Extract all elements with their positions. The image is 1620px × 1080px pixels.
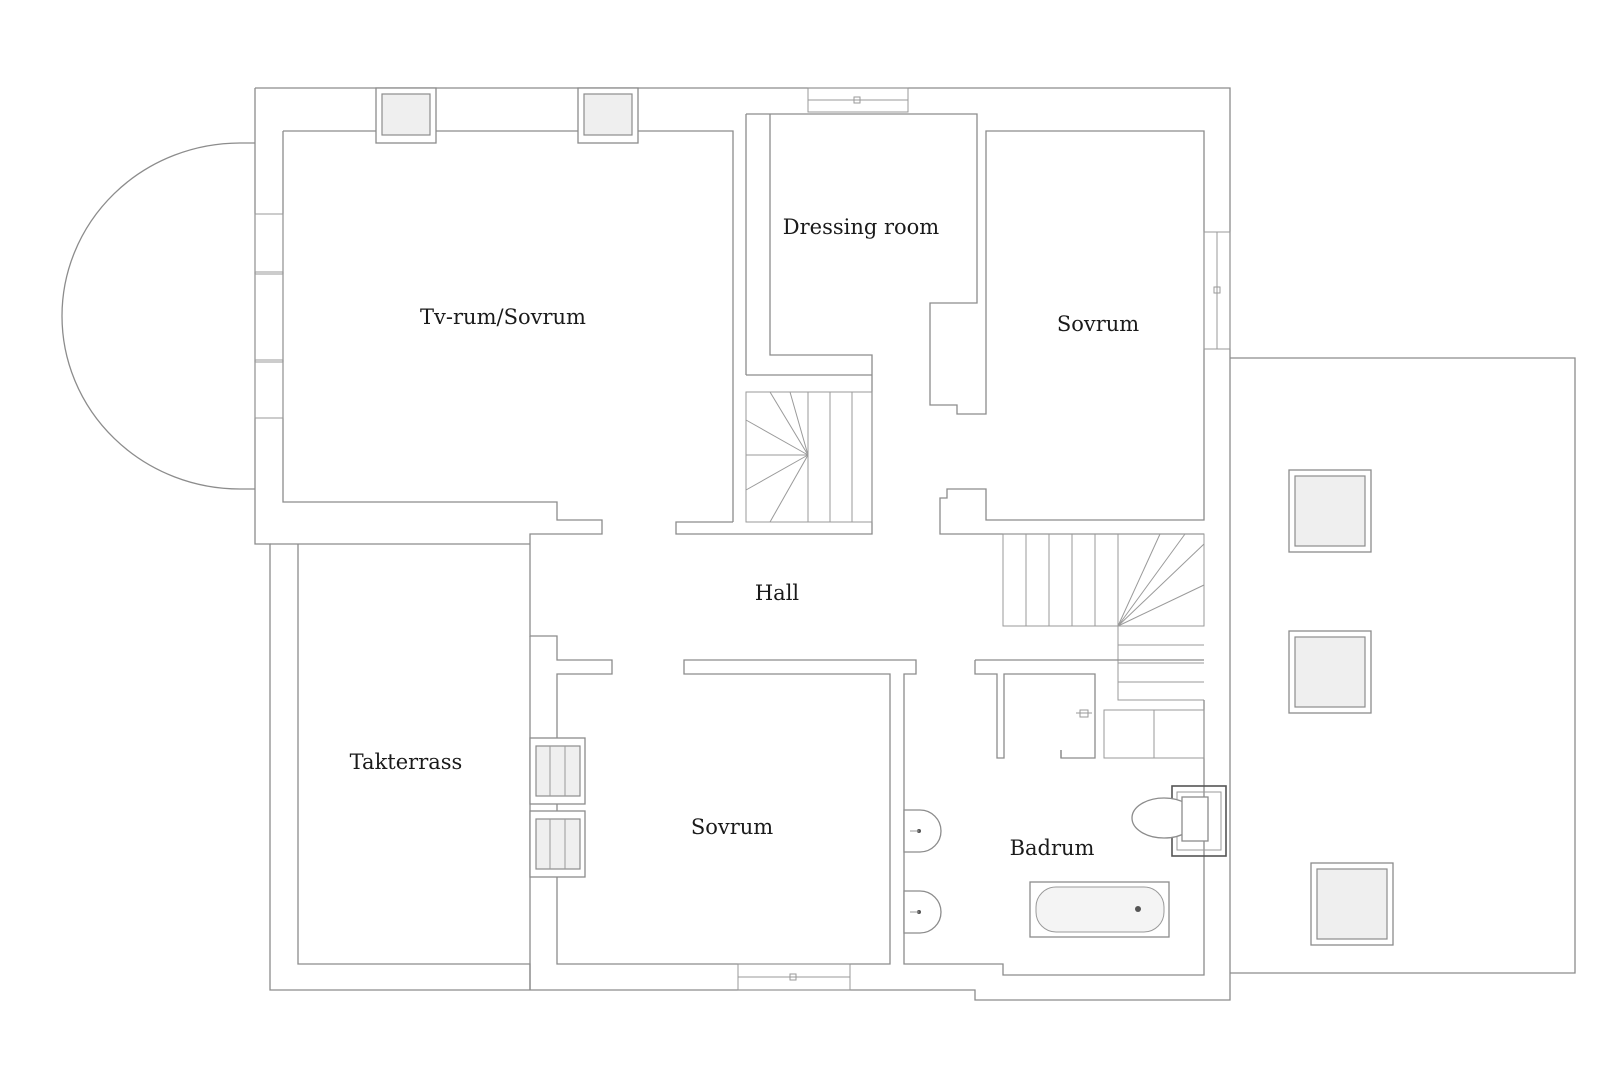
floor-drain [1076, 709, 1092, 718]
north-chimney-left [375, 87, 437, 144]
staircase-south [1002, 533, 1205, 701]
east-window [1203, 231, 1231, 350]
closet-lower [529, 810, 586, 878]
sink-lower [903, 890, 942, 934]
north-window [807, 87, 909, 113]
toilet [1131, 785, 1227, 857]
dressing-room-walls [746, 113, 1205, 535]
skylight-2 [1288, 630, 1372, 714]
room-label-tv-room: Tv-rum/Sovrum [420, 305, 586, 329]
closet-upper [529, 737, 586, 805]
room-label-bathroom: Badrum [1009, 836, 1095, 860]
room-label-roof-terrace: Takterrass [349, 750, 463, 774]
north-chimney-right [577, 87, 639, 144]
skylight-1 [1288, 469, 1372, 553]
bay-window [61, 142, 255, 490]
east-terrace [1230, 357, 1576, 974]
bay-window-frames [254, 213, 284, 419]
staircase-north [745, 391, 873, 523]
bathtub [1029, 881, 1170, 938]
room-label-dressing-room: Dressing room [782, 215, 940, 239]
room-label-bedroom-east: Sovrum [1056, 312, 1140, 336]
south-window [737, 963, 851, 991]
room-label-hall: Hall [754, 581, 800, 605]
skylight-3 [1310, 862, 1394, 946]
sink-upper [903, 809, 942, 853]
outer-walls [254, 87, 1231, 1001]
room-label-bedroom-south: Sovrum [690, 815, 774, 839]
